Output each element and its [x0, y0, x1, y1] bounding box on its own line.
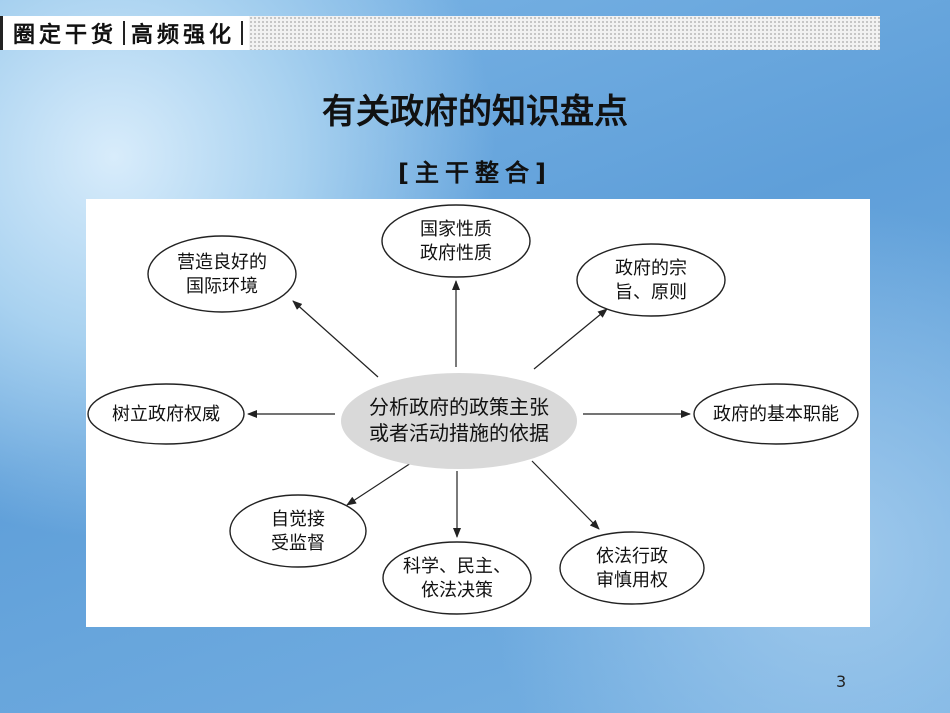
node-bottom-left-label: 自觉接受监督	[271, 509, 325, 554]
node-bottom-label-line: 依法决策	[421, 580, 493, 601]
node-top-right-label-line: 政府的宗	[615, 258, 687, 279]
center-layer: 分析政府的政策主张或者活动措施的依据	[341, 373, 577, 469]
node-bottom-label-line: 科学、民主、	[403, 556, 511, 577]
node-bottom-right-label-line: 依法行政	[596, 546, 668, 567]
page-title: 有关政府的知识盘点	[322, 92, 628, 132]
node-top-right-label-line: 旨、原则	[615, 282, 687, 303]
node-right-label: 政府的基本职能	[713, 404, 839, 425]
diagram-panel: 分析政府的政策主张或者活动措施的依据 国家性质政府性质政府的宗旨、原则政府的基本…	[86, 199, 870, 627]
slide-number: 3	[836, 672, 847, 691]
node-top-left-label: 营造良好的国际环境	[177, 252, 267, 297]
node-bottom-left-label-line: 受监督	[271, 533, 325, 554]
node-top	[381, 204, 531, 278]
header-separator	[241, 21, 244, 45]
node-top-left-label-line: 营造良好的	[177, 252, 267, 273]
arrow-to-bottom-right	[531, 460, 600, 530]
node-left-label-line: 树立政府权威	[112, 404, 220, 425]
header-separator	[123, 21, 126, 45]
header-label: 圈定干货 高频强化	[0, 16, 250, 50]
arrow-to-top-right	[533, 308, 608, 370]
mind-map-diagram: 分析政府的政策主张或者活动措施的依据 国家性质政府性质政府的宗旨、原则政府的基本…	[87, 204, 859, 615]
node-top-label-line: 政府性质	[420, 243, 492, 264]
node-bottom-label: 科学、民主、依法决策	[403, 556, 511, 601]
node-bottom-left-label-line: 自觉接	[271, 509, 325, 530]
node-bottom-right-label: 依法行政审慎用权	[596, 546, 668, 591]
node-top-left	[147, 235, 297, 313]
node-top-label: 国家性质政府性质	[420, 219, 492, 264]
center-node-label-line: 或者活动措施的依据	[369, 421, 549, 445]
node-bottom-left	[229, 494, 367, 568]
arrow-to-bottom-left	[346, 462, 412, 506]
header-segment-2: 高频强化	[131, 23, 236, 48]
header-bar: 圈定干货 高频强化	[0, 14, 880, 52]
node-right	[693, 383, 859, 445]
header-dotted-band	[249, 16, 880, 50]
center-node-label: 分析政府的政策主张或者活动措施的依据	[369, 395, 549, 445]
node-top-right	[576, 243, 726, 317]
node-top-label-line: 国家性质	[420, 219, 492, 240]
node-top-left-label-line: 国际环境	[186, 276, 258, 297]
node-right-label-line: 政府的基本职能	[713, 404, 839, 425]
section-tag: [主干整合]	[398, 159, 552, 187]
node-top-right-label: 政府的宗旨、原则	[615, 258, 687, 303]
node-bottom-right	[559, 531, 705, 605]
arrow-to-top-left	[292, 300, 379, 378]
arrows-layer	[247, 280, 691, 538]
center-node-label-line: 分析政府的政策主张	[369, 395, 549, 419]
node-bottom-right-label-line: 审慎用权	[596, 570, 668, 591]
node-bottom	[382, 541, 532, 615]
node-left-label: 树立政府权威	[112, 404, 220, 425]
header-segment-1: 圈定干货	[13, 23, 118, 48]
node-left	[87, 383, 245, 445]
center-node	[341, 373, 577, 469]
